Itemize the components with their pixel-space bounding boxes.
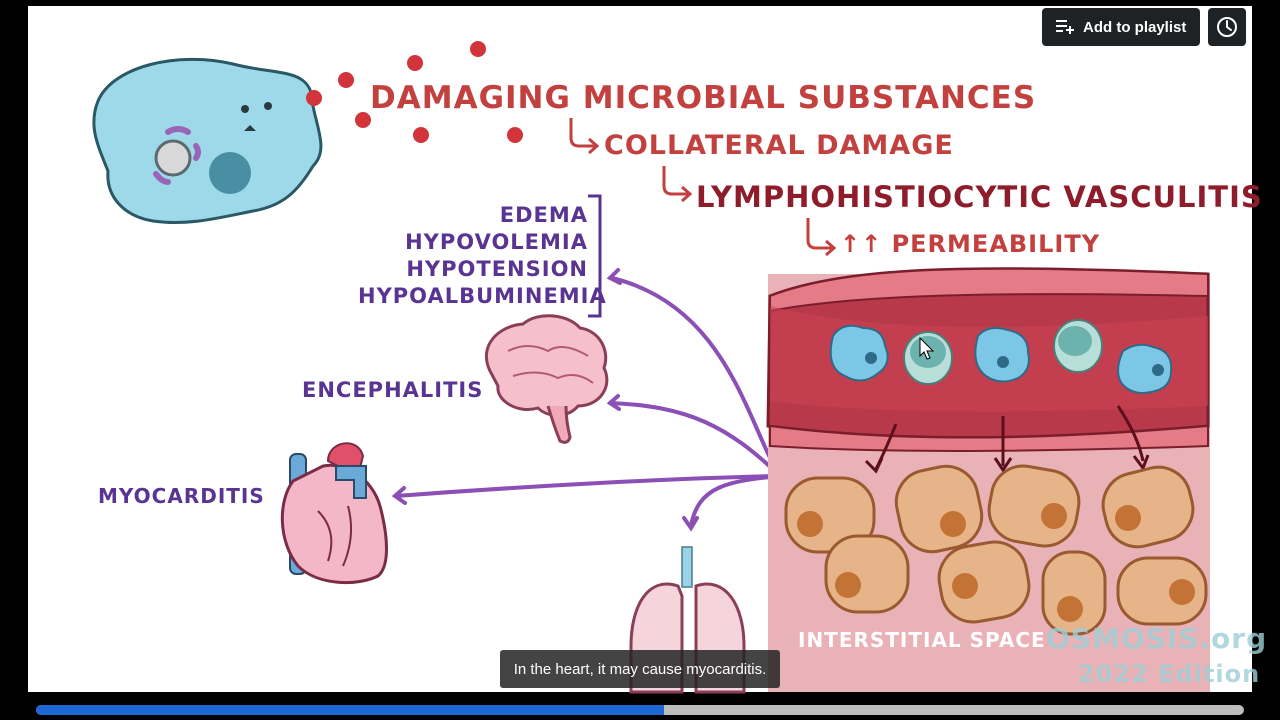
subtitle-caption: In the heart, it may cause myocarditis. xyxy=(500,650,780,688)
effects-bracket xyxy=(588,194,602,318)
watch-later-button[interactable] xyxy=(1208,8,1246,46)
watermark-edition: 2022 Edition xyxy=(1078,660,1261,688)
progress-fill xyxy=(36,705,665,715)
effects-list: EDEMA HYPOVOLEMIA HYPOTENSION HYPOALBUMI… xyxy=(358,202,607,310)
label-myocarditis: MYOCARDITIS xyxy=(98,484,265,508)
clock-icon xyxy=(1217,17,1237,37)
add-to-playlist-button[interactable]: Add to playlist xyxy=(1042,8,1200,46)
mouse-pointer xyxy=(919,336,935,360)
heading-vasculitis: LYMPHOHISTIOCYTIC VASCULITIS xyxy=(696,180,1263,214)
effect-hypotension: HYPOTENSION xyxy=(406,257,588,281)
heading-damaging-substances: DAMAGING MICROBIAL SUBSTANCES xyxy=(370,80,1037,116)
extravasation-arrows xyxy=(864,405,1150,474)
effect-hypovolemia: HYPOVOLEMIA xyxy=(405,230,588,254)
slide-illustration xyxy=(92,41,1210,694)
organ-arrows xyxy=(391,268,782,532)
brain-illustration xyxy=(484,314,609,444)
immune-cells xyxy=(829,319,1173,394)
heart-illustration xyxy=(280,442,388,585)
microbe-illustration xyxy=(92,57,323,225)
add-to-playlist-label: Add to playlist xyxy=(1083,18,1187,36)
effect-edema: EDEMA xyxy=(499,203,588,227)
heading-collateral-damage: COLLATERAL DAMAGE xyxy=(604,130,954,161)
microbial-particles xyxy=(306,41,523,143)
playlist-add-icon xyxy=(1056,20,1074,34)
watermark-brand: OSMOSIS.org xyxy=(1046,622,1268,655)
interstitial-cells xyxy=(784,464,1208,636)
label-interstitial-space: INTERSTITIAL SPACE xyxy=(798,628,1046,652)
label-encephalitis: ENCEPHALITIS xyxy=(302,378,484,402)
flow-arrows xyxy=(569,118,837,257)
video-frame[interactable]: DAMAGING MICROBIAL SUBSTANCES COLLATERAL… xyxy=(28,6,1266,694)
progress-bar[interactable] xyxy=(36,705,1244,715)
heading-permeability: ↑↑ PERMEABILITY xyxy=(840,230,1101,258)
effect-hypoalbuminemia: HYPOALBUMINEMIA xyxy=(358,284,607,308)
